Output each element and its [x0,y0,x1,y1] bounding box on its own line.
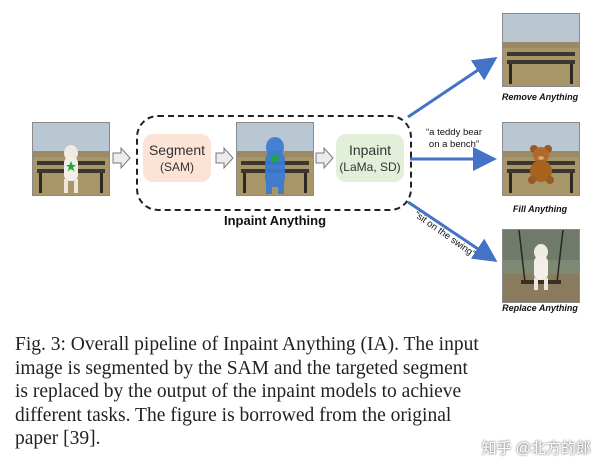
caption-line-1: Fig. 3: Overall pipeline of Inpaint Anyt… [15,334,479,355]
masked-image [236,122,314,196]
remove-label: Remove Anything [501,92,579,102]
caption-line-3: is replaced by the output of the inpaint… [15,381,462,402]
fill-prompt: “a teddy bear on a bench” [418,127,490,151]
replace-output-image [502,229,580,303]
fill-output-image [502,122,580,196]
segment-box: Segment (SAM) [143,134,211,182]
caption-line-2: image is segmented by the SAM and the ta… [15,357,468,379]
arrows-layer [112,56,498,263]
inpaint-title: Inpaint [348,142,392,158]
replace-label: Replace Anything [502,303,578,313]
arrow-replace [407,200,498,263]
caption-line-5: paper [39]. [15,428,101,449]
segment-subtitle: (SAM) [160,160,194,174]
fill-prompt-line2: on a bench” [428,139,480,150]
caption-line-4: different tasks. The figure is borrowed … [15,404,452,426]
watermark: 知乎 @北方的郎 [481,440,591,457]
figure-caption: Fig. 3: Overall pipeline of Inpaint Anyt… [15,333,575,451]
inpaint-box: Inpaint (LaMa, SD) [336,134,404,182]
input-image [32,122,110,196]
arrow-remove [407,56,498,119]
remove-output-image [502,13,580,87]
flow-arrow-2 [215,146,234,170]
flow-arrow-3 [315,146,334,170]
group-label: Inpaint Anything [223,213,327,228]
flow-arrow-1 [112,146,131,170]
inpaint-subtitle: (LaMa, SD) [339,160,401,174]
fill-label: Fill Anything [512,204,568,214]
inpaint-anything-group [136,115,412,211]
segment-title: Segment [148,142,206,158]
fill-prompt-line1: “a teddy bear [426,127,482,138]
